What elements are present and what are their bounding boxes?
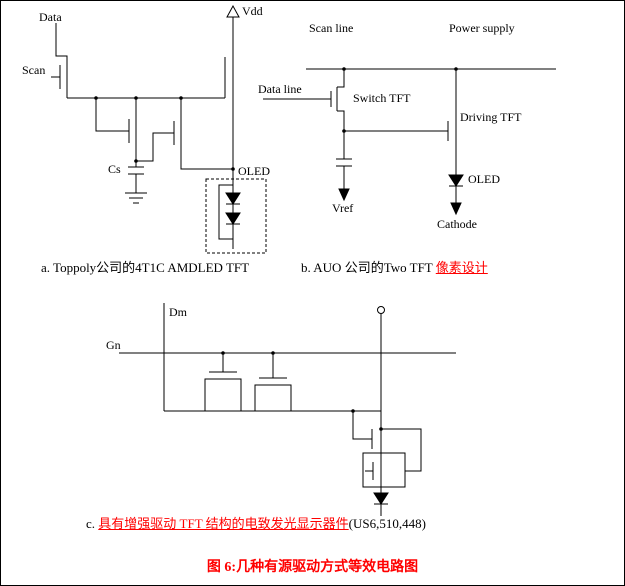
switch-tft-label: Switch TFT	[353, 91, 411, 105]
data-label: Data	[39, 10, 62, 24]
oled-diode	[448, 174, 464, 187]
cathode-arrow	[450, 202, 462, 216]
caption-c-prefix: c.	[86, 516, 99, 531]
t3-channel-wire	[180, 98, 233, 170]
output-diode	[373, 492, 389, 516]
scan-line-label: Scan line	[309, 21, 354, 35]
storage-capacitor	[128, 166, 144, 193]
junction-dot	[221, 351, 225, 355]
oled-label-a: OLED	[238, 164, 270, 178]
vdd-symbol	[226, 4, 240, 18]
junction-dot	[179, 96, 183, 100]
cs-label: Cs	[108, 162, 121, 176]
junction-dot	[454, 67, 458, 71]
oled-label-b: OLED	[468, 172, 500, 186]
cathode-label: Cathode	[437, 217, 477, 231]
junction-dot	[231, 167, 235, 171]
t2-gate-wire	[95, 98, 129, 132]
oled-diode-1	[225, 192, 241, 205]
oled-dashed-box	[205, 178, 267, 254]
power-supply-label: Power supply	[449, 21, 515, 35]
junction-dot	[134, 159, 138, 163]
oled-diode-2	[225, 212, 241, 225]
junction-dot	[271, 351, 275, 355]
junction-dot	[379, 427, 383, 431]
gn-label: Gn	[106, 338, 121, 352]
caption-c-red-text: 具有增强驱动 TFT 结构的电致发光显示器件	[98, 516, 349, 531]
oled-bypass-wire	[218, 184, 233, 240]
transistor-box	[362, 452, 406, 488]
data-line-label: Data line	[258, 82, 302, 96]
middle-tft	[254, 353, 292, 411]
terminal-circle	[377, 306, 385, 314]
junction-dot	[351, 409, 355, 413]
figure-caption: 图 6:几种有源驱动方式等效电路图	[206, 560, 419, 575]
data-wire	[55, 23, 68, 98]
junction-dot	[94, 96, 98, 100]
vdd-label: Vdd	[242, 4, 263, 18]
feedback-wire	[381, 428, 422, 472]
caption-a: a. Toppoly公司的4T1C AMDLED TFT	[41, 260, 250, 275]
caption-c-suffix: (US6,510,448)	[348, 516, 426, 531]
ground-symbol	[125, 192, 147, 204]
switch-tft-top-wire	[337, 69, 345, 88]
scan-label: Scan	[22, 63, 46, 77]
caption-c: c. 具有增强驱动 TFT 结构的电致发光显示器件(US6,510,448)	[86, 516, 426, 532]
vref-label: Vref	[332, 201, 354, 215]
driving-tft-label: Driving TFT	[460, 110, 522, 124]
circuit-b-schematic	[263, 67, 556, 216]
caption-b-red-text: 像素设计	[435, 260, 488, 275]
left-tft	[204, 353, 242, 411]
caption-b-text: b. AUO 公司的Two TFT	[301, 260, 436, 275]
vref-arrow	[338, 188, 350, 202]
junction-dot	[342, 67, 346, 71]
junction-dot	[134, 96, 138, 100]
hold-capacitor	[336, 158, 352, 189]
caption-b: b. AUO 公司的Two TFT 像素设计	[301, 260, 488, 276]
dm-label: Dm	[169, 305, 187, 319]
junction-dot	[342, 129, 346, 133]
t3-gate-wire	[136, 132, 174, 162]
circuit-a-schematic	[51, 4, 267, 254]
switch-tft-bottom-wire	[337, 110, 345, 159]
right-tft-gate-wire	[352, 411, 372, 440]
circuit-c-schematic	[119, 303, 456, 516]
